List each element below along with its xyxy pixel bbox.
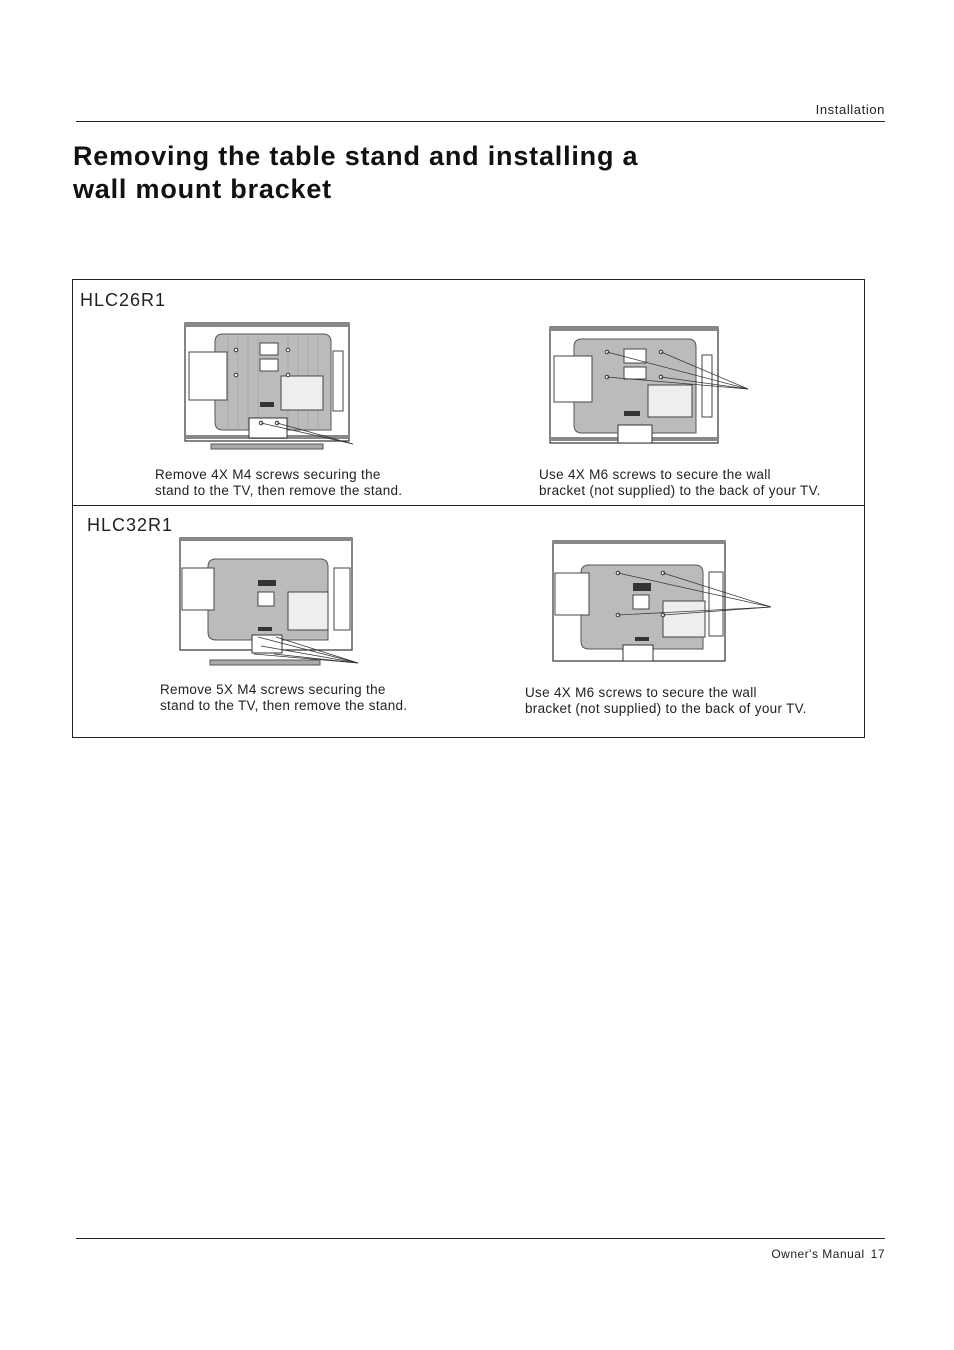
page-title: Removing the table stand and installing … bbox=[73, 140, 638, 206]
page-footer: Owner's Manual 17 bbox=[765, 1247, 885, 1261]
model-divider bbox=[73, 505, 864, 506]
caption-wall-mount-hlc26r1: Use 4X M6 screws to secure the wall brac… bbox=[539, 467, 821, 498]
tv-back-wall-mount-diagram-hlc32r1 bbox=[552, 540, 772, 662]
model-label-hlc32r1: HLC32R1 bbox=[87, 515, 174, 535]
instructions-box: HLC26R1 bbox=[72, 279, 865, 738]
caption-wall-mount-hlc32r1: Use 4X M6 screws to secure the wall brac… bbox=[525, 685, 807, 716]
caption-remove-stand-hlc32r1: Remove 5X M4 screws securing the stand t… bbox=[160, 682, 408, 713]
tv-back-stand-diagram-hlc26r1 bbox=[184, 322, 354, 450]
caption-remove-stand-hlc26r1: Remove 4X M4 screws securing the stand t… bbox=[155, 467, 403, 498]
section-label: Installation bbox=[815, 102, 885, 117]
page-number: 17 bbox=[870, 1247, 885, 1261]
tv-back-wall-mount-diagram-hlc26r1 bbox=[549, 326, 749, 444]
footer-label: Owner's Manual bbox=[771, 1247, 865, 1261]
model-label-hlc26r1: HLC26R1 bbox=[80, 290, 167, 310]
header-rule bbox=[76, 121, 885, 122]
page-title-line-2: wall mount bracket bbox=[73, 174, 332, 204]
page-title-line-1: Removing the table stand and installing … bbox=[73, 141, 639, 171]
footer-rule bbox=[76, 1238, 885, 1239]
tv-back-stand-diagram-hlc32r1 bbox=[179, 537, 359, 666]
